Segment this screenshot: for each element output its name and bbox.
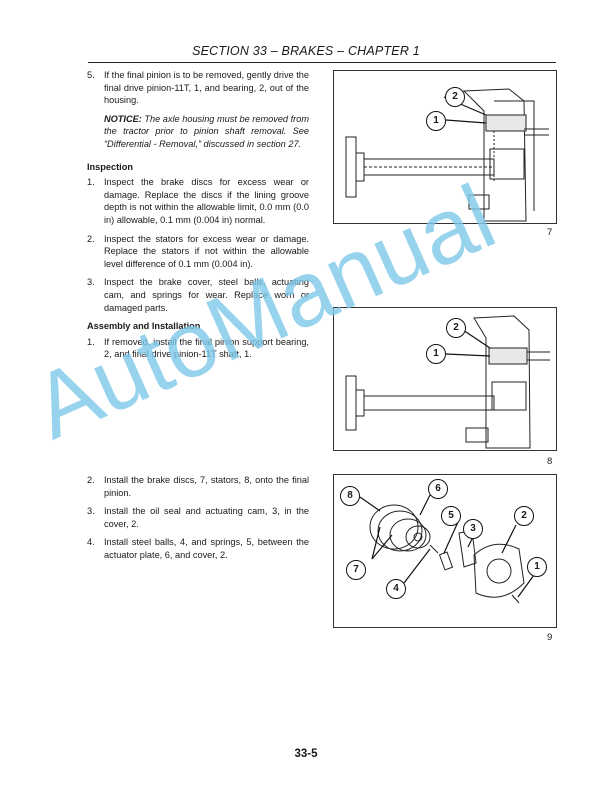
removal-step-5: 5. If the final pinion is to be removed,… [87, 69, 309, 107]
inspection-item-3: 3. Inspect the brake cover, steel balls,… [87, 276, 309, 314]
callout-2: 2 [514, 506, 534, 526]
figure-7-frame: 2 1 [333, 70, 557, 224]
step-text: Install the oil seal and actuating cam, … [104, 506, 309, 529]
callout-5: 5 [441, 506, 461, 526]
figure-7-number: 7 [547, 227, 553, 238]
text-column-bottom: 2. Install the brake discs, 7, stators, … [87, 474, 309, 568]
assembly-item-2: 2. Install the brake discs, 7, stators, … [87, 474, 309, 499]
step-number: 3. [87, 506, 95, 517]
step-text: Install the brake discs, 7, stators, 8, … [104, 475, 309, 498]
notice-block: NOTICE: The axle housing must be removed… [87, 113, 309, 151]
step-text: If the final pinion is to be removed, ge… [104, 70, 309, 106]
step-text: Inspect the stators for excess wear or d… [104, 233, 309, 269]
step-number: 3. [87, 277, 95, 288]
callout-1: 1 [527, 557, 547, 577]
step-number: 5. [87, 70, 95, 80]
pinion-installation-illustration [345, 315, 550, 449]
inspection-heading: Inspection [87, 161, 133, 172]
step-text: Inspect the brake cover, steel balls, ac… [104, 277, 309, 313]
callout-8: 8 [340, 486, 360, 506]
assembly-item-1: 1. If removed, install the final pinion … [87, 336, 309, 361]
page-number: 33-5 [294, 748, 318, 760]
figure-9-number: 9 [547, 632, 553, 643]
assembly-item-3: 3. Install the oil seal and actuating ca… [87, 505, 309, 530]
step-number: 2. [87, 475, 95, 485]
header-rule [88, 62, 556, 63]
final-pinion-housing-illustration [345, 88, 549, 222]
step-number: 2. [87, 233, 95, 244]
step-number: 4. [87, 537, 95, 548]
callout-1: 1 [426, 344, 446, 364]
step-text: Install steel balls, 4, and springs, 5, … [104, 537, 309, 560]
callout-1: 1 [426, 111, 446, 131]
notice-text: The axle housing must be removed from th… [104, 113, 309, 149]
inspection-item-1: 1. Inspect the brake discs for excess we… [87, 176, 309, 226]
step-text: If removed, install the final pinion sup… [104, 336, 309, 360]
callout-4: 4 [386, 579, 406, 599]
figure-8-number: 8 [547, 456, 553, 467]
figure-8-frame: 2 1 [333, 307, 557, 451]
figure-9-frame: 8 6 5 3 2 7 4 1 [333, 474, 557, 628]
brake-assembly-exploded-illustration [359, 494, 535, 604]
callout-3: 3 [463, 519, 483, 539]
step-text: Inspect the brake discs for excess wear … [104, 177, 309, 225]
step-number: 1. [87, 336, 95, 347]
assembly-heading: Assembly and Installation [87, 321, 201, 332]
callout-6: 6 [428, 479, 448, 499]
text-column-top: 5. If the final pinion is to be removed,… [87, 69, 309, 367]
callout-2: 2 [446, 318, 466, 338]
inspection-item-2: 2. Inspect the stators for excess wear o… [87, 233, 309, 271]
callout-2: 2 [445, 87, 465, 107]
assembly-item-4: 4. Install steel balls, 4, and springs, … [87, 536, 309, 561]
section-header: SECTION 33 – BRAKES – CHAPTER 1 [192, 44, 420, 58]
callout-7: 7 [346, 560, 366, 580]
notice-label: NOTICE: [104, 113, 142, 124]
step-number: 1. [87, 177, 95, 188]
